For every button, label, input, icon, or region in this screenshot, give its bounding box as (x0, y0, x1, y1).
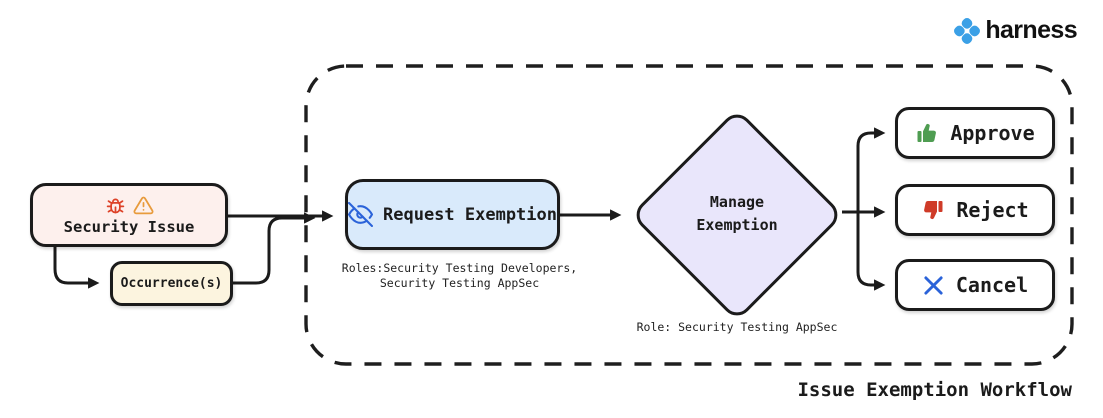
node-manage-exemption-shape (636, 114, 838, 316)
warning-icon (133, 196, 153, 214)
edge-manage-to-approve (856, 127, 886, 212)
approve-label: Approve (950, 121, 1035, 145)
node-manage-exemption-label: Manage Exemption (696, 193, 778, 234)
brand-name: harness (985, 16, 1077, 44)
reject-label: Reject (956, 198, 1029, 222)
occurrences-label: Occurrence(s) (120, 276, 223, 291)
cancel-label: Cancel (955, 273, 1029, 297)
roles-note: Roles:Security Testing Developers, Secur… (341, 261, 578, 290)
security-issue-icons (105, 195, 154, 216)
node-cancel: Cancel (895, 259, 1055, 311)
bug-icon (106, 198, 124, 213)
edge-occurrences-to-request (233, 212, 316, 285)
node-occurrences: Occurrence(s) (110, 261, 233, 306)
harness-logo-icon (954, 17, 981, 44)
workflow-title: Issue Exemption Workflow (797, 379, 1072, 401)
edge-security-to-occurrences (53, 247, 100, 289)
thumbs-down-icon (924, 200, 943, 220)
eye-off-icon (348, 202, 373, 227)
thumbs-up-icon (917, 123, 937, 143)
workflow-container-border (304, 64, 1074, 366)
node-security-issue: Security Issue (30, 183, 228, 247)
node-reject: Reject (895, 184, 1055, 236)
brand: harness (953, 16, 1078, 45)
x-icon (924, 275, 943, 295)
role-note: Role: Security Testing AppSec (636, 320, 838, 334)
edge-manage-to-cancel (856, 212, 886, 291)
node-approve: Approve (895, 107, 1055, 159)
node-request-exemption: Request Exemption (345, 179, 560, 250)
security-issue-label: Security Issue (63, 217, 195, 236)
request-exemption-label: Request Exemption (383, 204, 557, 225)
